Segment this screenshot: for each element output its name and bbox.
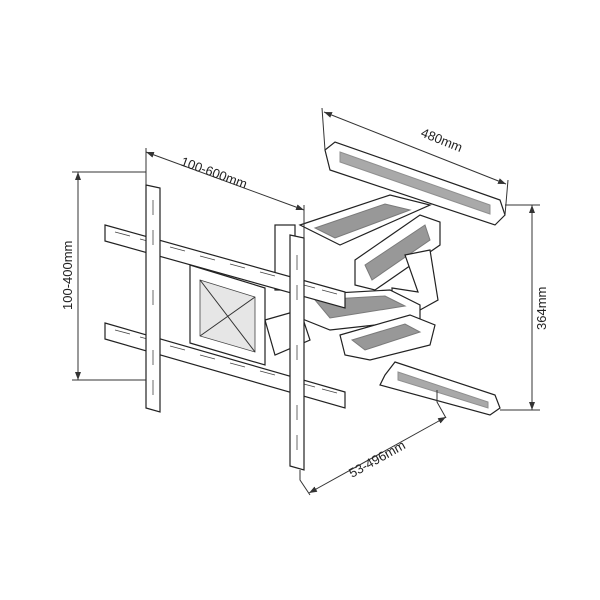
dimension-label-53-496mm: 53-496mm xyxy=(346,437,408,480)
vertical-rails xyxy=(145,184,305,471)
dimension-lines xyxy=(72,107,540,496)
dimension-label-100-600mm: 100-600mm xyxy=(179,154,249,192)
dimension-label-480mm: 480mm xyxy=(419,125,465,155)
horizontal-rails xyxy=(104,224,346,409)
articulating-arms xyxy=(264,194,441,361)
dimension-label-364mm: 364mm xyxy=(534,287,549,330)
dimension-label-100-400mm: 100-400mm xyxy=(60,241,75,310)
center-plate xyxy=(189,264,266,366)
